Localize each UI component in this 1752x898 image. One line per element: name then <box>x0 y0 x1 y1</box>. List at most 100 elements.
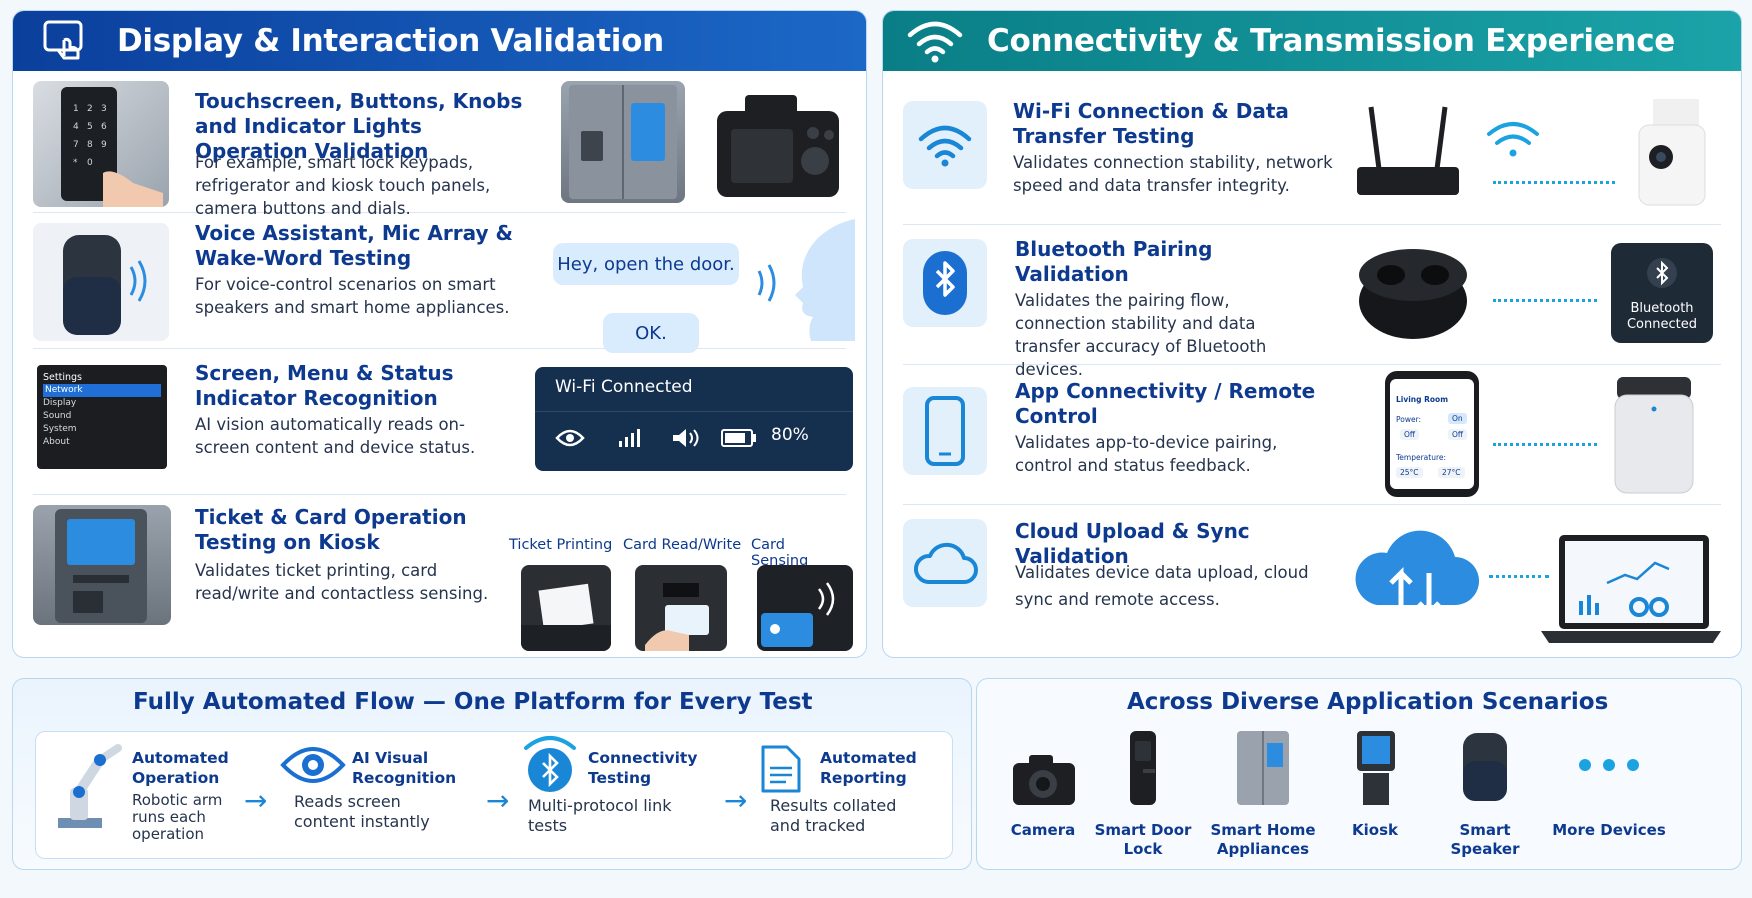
connectivity-panel-title: Connectivity & Transmission Experience <box>987 23 1675 59</box>
smart-speaker-image <box>33 223 169 341</box>
battery-icon <box>721 429 757 451</box>
smart-appliance-image <box>1609 373 1699 497</box>
app-connectivity-title: App Connectivity / Remote Control <box>1015 379 1316 428</box>
cloud-upload-icon <box>1349 517 1481 620</box>
flow-arrow-2: → <box>486 784 510 817</box>
flow-step-2-label: AI Visual Recognition <box>352 749 457 787</box>
app-temp-1[interactable]: 25°C <box>1396 467 1423 478</box>
app-power-off-2[interactable]: Off <box>1448 429 1468 440</box>
app-link-dots <box>1493 443 1597 446</box>
app-temp-2[interactable]: 27°C <box>1438 467 1465 478</box>
menu-item-sound: Sound <box>43 411 72 421</box>
scenarios-title: Across Diverse Application Scenarios <box>1127 689 1609 715</box>
app-power-on[interactable]: On <box>1448 413 1467 424</box>
cloud-sync-desc: Validates device data upload, cloud sync… <box>1015 563 1309 609</box>
scenario-camera-label: Camera <box>1010 821 1076 839</box>
kiosk-title: Ticket & Card Operation Testing on Kiosk <box>195 505 467 554</box>
robotic-arm-icon <box>54 736 124 836</box>
tv-settings-menu-image: Settings Network Display Sound System Ab… <box>33 363 171 481</box>
application-scenarios-section: Across Diverse Application Scenarios Cam… <box>976 678 1742 870</box>
report-document-icon <box>760 744 802 798</box>
cloud-sync-title: Cloud Upload & Sync Validation <box>1015 519 1250 568</box>
menu-item-display: Display <box>43 398 77 408</box>
touchscreen-title: Touchscreen, Buttons, Knobs and Indicato… <box>195 89 523 163</box>
svg-text:0: 0 <box>87 158 93 168</box>
scenario-smart-door-lock-label: Smart Door Lock <box>1094 821 1192 858</box>
laptop-dashboard-image <box>1539 533 1723 645</box>
wifi-tile-icon <box>903 101 987 189</box>
ticket-printing-label: Ticket Printing <box>509 537 613 553</box>
screen-menu-row: Settings Network Display Sound System Ab… <box>33 349 853 495</box>
wifi-icon <box>905 11 965 71</box>
flow-step-ai-visual: AI Visual Recognition Reads screen conte… <box>280 732 480 860</box>
bluetooth-tile-icon <box>903 239 987 327</box>
svg-text:7: 7 <box>73 140 79 150</box>
wifi-link-dots <box>1493 181 1615 184</box>
signal-bars-icon <box>617 427 643 453</box>
flow-title: Fully Automated Flow — One Platform for … <box>133 689 813 715</box>
bluetooth-flow-icon <box>522 734 578 798</box>
bluetooth-row: Bluetooth Pairing Validation Validates t… <box>903 225 1721 379</box>
scenario-more-devices-label: More Devices <box>1552 821 1666 839</box>
app-power-off-1[interactable]: Off <box>1400 429 1420 440</box>
screen-menu-title: Screen, Menu & Status Indicator Recognit… <box>195 361 454 410</box>
eye-icon <box>555 427 585 453</box>
svg-text:1: 1 <box>73 104 79 114</box>
kiosk-desc: Validates ticket printing, card read/wri… <box>195 561 489 603</box>
menu-item-about: About <box>43 437 70 447</box>
svg-text:8: 8 <box>87 140 93 150</box>
svg-text:6: 6 <box>101 122 107 132</box>
flow-step-4-desc: Results collated and tracked <box>770 796 897 835</box>
scenario-kiosk-label: Kiosk <box>1352 821 1398 839</box>
more-dots-icon <box>1577 757 1641 777</box>
scenario-smart-speaker: Smart Speaker <box>1425 729 1545 859</box>
voice-title: Voice Assistant, Mic Array & Wake-Word T… <box>195 221 513 270</box>
refrigerator-icon <box>1235 729 1291 811</box>
volume-icon <box>671 427 701 453</box>
card-reader-image <box>635 565 727 651</box>
kiosk-image <box>33 505 171 625</box>
kiosk-icon <box>1353 729 1399 811</box>
wifi-transfer-title: Wi-Fi Connection & Data Transfer Testing <box>1013 99 1289 148</box>
flow-step-2-desc: Reads screen content instantly <box>294 792 430 831</box>
scenario-smart-home-appliances-label: Smart Home Appliances <box>1210 821 1316 858</box>
kiosk-row: Ticket & Card Operation Testing on Kiosk… <box>33 495 853 655</box>
smart-speaker-icon <box>1461 731 1509 807</box>
bluetooth-title: Bluetooth Pairing Validation <box>1015 237 1213 286</box>
menu-item-network: Network <box>43 384 161 397</box>
battery-percent: 80% <box>771 425 809 445</box>
scenario-more-devices[interactable]: More Devices <box>1543 729 1675 859</box>
app-connectivity-desc: Validates app-to-device pairing, control… <box>1015 433 1278 475</box>
touchscreen-desc: For example, smart lock keypads, refrige… <box>195 153 491 218</box>
svg-text:2: 2 <box>87 104 93 114</box>
flow-step-3-desc: Multi-protocol link tests <box>528 796 672 835</box>
wifi-status-text: Wi-Fi Connected <box>555 377 693 397</box>
cloud-tile-icon <box>903 519 987 607</box>
automated-flow-section: Fully Automated Flow — One Platform for … <box>12 678 972 870</box>
scenario-smart-door-lock: Smart Door Lock <box>1085 729 1201 859</box>
cloud-link-dots <box>1489 575 1549 578</box>
bluetooth-badge-line1: Bluetooth <box>1630 301 1694 316</box>
app-power-label: Power: <box>1396 415 1422 424</box>
voice-command-bubble: Hey, open the door. <box>553 243 739 285</box>
wifi-transfer-row: Wi-Fi Connection & Data Transfer Testing… <box>903 85 1721 225</box>
scenario-camera: Camera <box>983 729 1103 859</box>
flow-step-reporting: Automated Reporting Results collated and… <box>760 732 950 860</box>
svg-text:9: 9 <box>101 140 107 150</box>
ai-eye-icon <box>280 742 346 792</box>
flow-step-3-label: Connectivity Testing <box>588 749 698 787</box>
flow-arrow-1: → <box>244 784 268 817</box>
display-panel-header: Display & Interaction Validation <box>13 11 866 71</box>
smart-camera-image <box>1625 95 1715 211</box>
flow-step-1-desc: Robotic arm runs each operation <box>132 791 223 843</box>
phone-tile-icon <box>903 387 987 475</box>
door-lock-icon <box>1127 729 1159 811</box>
connectivity-panel-header: Connectivity & Transmission Experience <box>883 11 1741 71</box>
wifi-signal-icon <box>1485 119 1541 163</box>
svg-text:5: 5 <box>87 122 93 132</box>
voice-assistant-row: Voice Assistant, Mic Array & Wake-Word T… <box>33 213 855 353</box>
flow-steps-box: Automated Operation Robotic arm runs eac… <box>35 731 953 859</box>
